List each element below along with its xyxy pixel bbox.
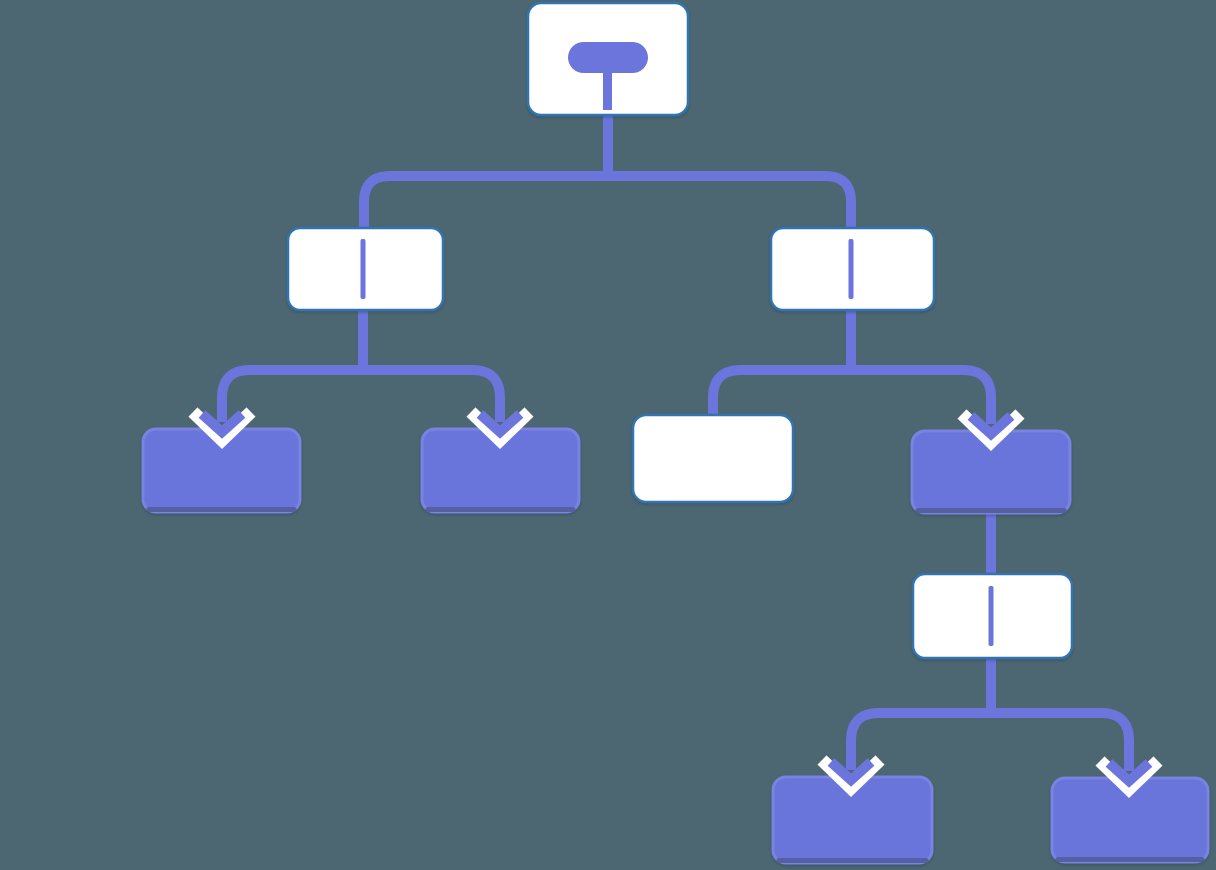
node-layer [141,1,1210,865]
start-pill-stem-icon [603,69,612,110]
chevron-down-white-icon [817,755,885,798]
divider-line-icon [988,586,994,646]
action-node-1[interactable] [141,427,302,514]
start-pill-icon [568,42,648,73]
process-node[interactable] [631,413,795,504]
decision-node-left[interactable] [286,226,445,312]
chevron-down-white-icon [466,407,534,450]
divider-line-icon [848,239,854,299]
chevron-down-white-icon [1095,756,1163,799]
arrow-into-action-2 [466,399,534,450]
chevron-down-purple-icon [827,758,875,787]
edge-right-subtree[interactable] [708,309,996,420]
start-node[interactable] [526,1,690,117]
edge-left-subtree[interactable] [217,309,505,418]
arrow-into-action-5 [1095,748,1163,799]
edge-bottom-subtree[interactable] [846,657,1134,767]
connector-layer [217,110,1134,767]
chevron-down-purple-icon [198,410,246,439]
arrow-into-action-1 [188,399,256,450]
process-node-body[interactable] [631,413,795,504]
divider-line-icon [360,239,366,299]
chevron-down-purple-icon [476,410,524,439]
decision-node-bottom[interactable] [911,572,1074,660]
arrow-into-action-3 [957,401,1025,452]
action-node-4[interactable] [771,775,934,865]
action-node-5[interactable] [1050,776,1210,864]
decision-node-right[interactable] [769,226,936,312]
edge-top-branch[interactable] [359,171,856,228]
arrowhead-layer [188,399,1163,799]
arrow-into-action-4 [817,747,885,798]
chevron-down-purple-icon [967,412,1015,441]
chevron-down-white-icon [957,409,1025,452]
chevron-down-white-icon [188,407,256,450]
chevron-down-purple-icon [1105,759,1153,788]
